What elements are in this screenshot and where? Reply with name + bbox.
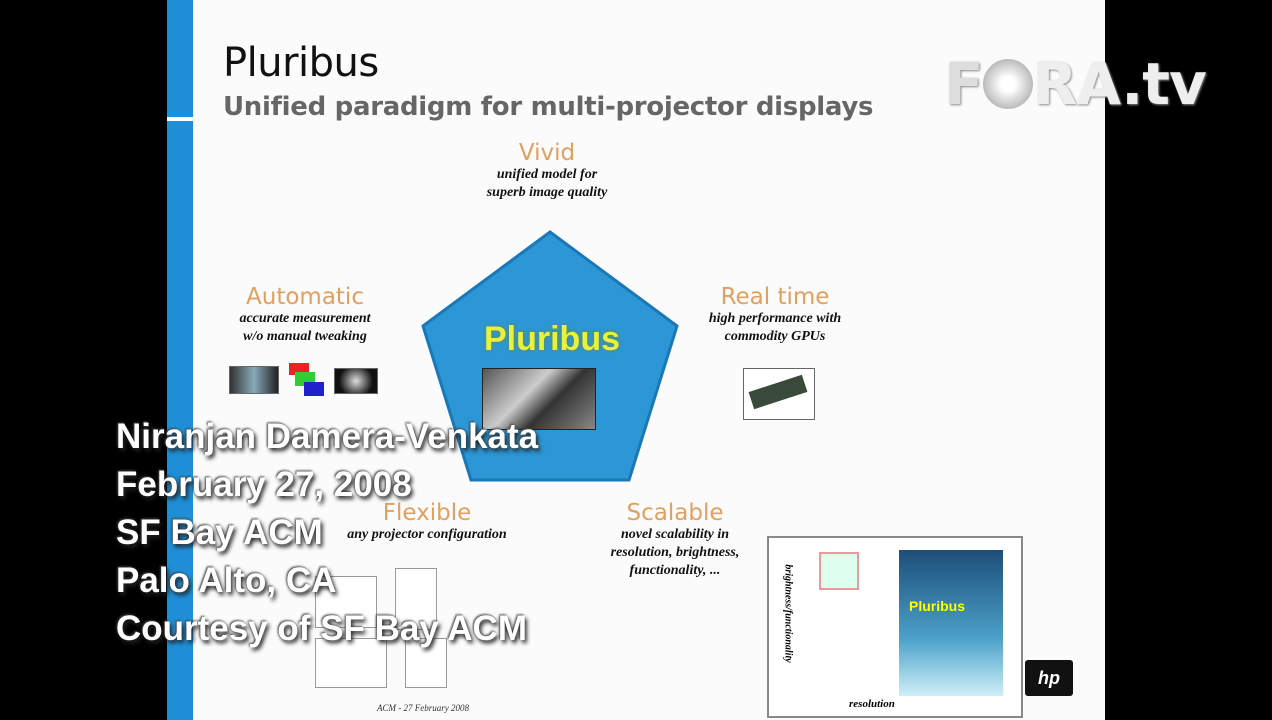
feature-desc: high performance with xyxy=(708,311,842,326)
feature-automatic: Automatic accurate measurement w/o manua… xyxy=(205,284,405,346)
caption-overlay: Niranjan Damera-Venkata February 27, 200… xyxy=(116,413,538,653)
event-date: February 27, 2008 xyxy=(116,465,412,504)
projector-photo xyxy=(482,368,596,430)
feature-desc: commodity GPUs xyxy=(724,329,826,344)
scalability-graph: Pluribus brightness/functionality resolu… xyxy=(767,536,1023,718)
feature-heading: Flexible xyxy=(382,500,472,526)
feature-heading: Automatic xyxy=(246,284,364,310)
camera-capture-icon xyxy=(229,366,279,394)
feature-heading: Real time xyxy=(720,284,830,310)
logo-globe-icon xyxy=(982,58,1033,109)
accent-bar-notch xyxy=(167,117,193,121)
logo-right: RA.tv xyxy=(1032,50,1207,118)
gpu-card-icon xyxy=(743,368,815,420)
organization: SF Bay ACM xyxy=(116,513,323,552)
feature-desc: superb image quality xyxy=(486,185,608,200)
fora-tv-logo: F RA.tv xyxy=(944,50,1207,118)
feature-desc: functionality, ... xyxy=(629,563,721,578)
projector-icon xyxy=(819,552,859,590)
feature-desc: novel scalability in xyxy=(620,527,730,542)
pentagon-label: Pluribus xyxy=(483,320,621,358)
logo-left: F xyxy=(944,50,984,118)
location: Palo Alto, CA xyxy=(116,561,337,600)
pattern-image-icon xyxy=(334,368,378,394)
graph-pluribus-label: Pluribus xyxy=(909,598,966,614)
feature-vivid: Vivid unified model for superb image qua… xyxy=(417,140,677,202)
slide-subtitle: Unified paradigm for multi-projector dis… xyxy=(223,92,874,122)
slide-title: Pluribus xyxy=(223,40,379,86)
feature-desc: resolution, brightness, xyxy=(610,545,740,560)
feature-heading: Scalable xyxy=(626,500,724,526)
pluribus-region xyxy=(899,550,1003,696)
slide: Pluribus Unified paradigm for multi-proj… xyxy=(167,0,1105,720)
speaker-name: Niranjan Damera-Venkata xyxy=(116,417,539,456)
courtesy: Courtesy of SF Bay ACM xyxy=(116,609,527,648)
graph-x-label: resolution xyxy=(849,698,895,710)
feature-flexible: Flexible any projector configuration xyxy=(327,500,527,544)
feature-real-time: Real time high performance with commodit… xyxy=(675,284,875,346)
feature-scalable: Scalable novel scalability in resolution… xyxy=(585,500,765,580)
feature-heading: Vivid xyxy=(518,140,576,166)
graph-y-label: brightness/functionality xyxy=(782,564,794,663)
feature-desc: accurate measurement xyxy=(239,311,371,326)
hp-logo: hp xyxy=(1025,660,1073,696)
slide-footer: ACM - 27 February 2008 xyxy=(377,703,469,713)
projector-configuration-diagram xyxy=(315,568,485,688)
feature-desc: w/o manual tweaking xyxy=(243,329,367,344)
feature-desc: unified model for xyxy=(496,167,598,182)
feature-desc: any projector configuration xyxy=(347,527,507,542)
slide-accent-bar xyxy=(167,0,193,720)
